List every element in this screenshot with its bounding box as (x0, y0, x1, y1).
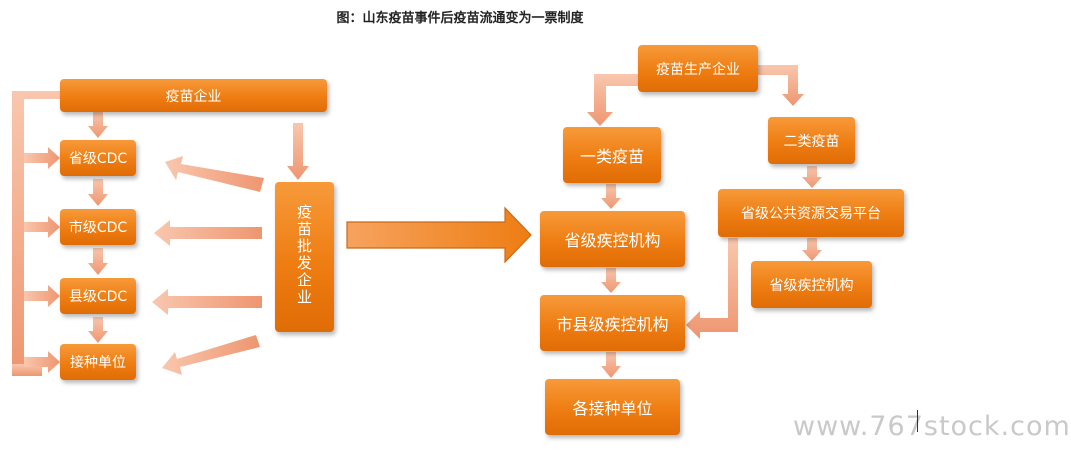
vaccination-site-box: 接种单位 (60, 344, 136, 380)
left-chain-arrows (88, 112, 309, 343)
wholesaler-to-cdc-arrows (152, 156, 264, 375)
class1-vaccine-box: 一类疫苗 (563, 127, 661, 183)
provincial-cdc-box: 省级CDC (60, 140, 136, 176)
transition-arrow (346, 206, 532, 264)
platform-to-city-arrow (686, 238, 738, 339)
text-cursor (917, 410, 918, 432)
vaccine-wholesaler-box: 疫苗批发企业 (275, 182, 334, 332)
right-split-arrows (587, 65, 804, 126)
provincial-cdc-org-box-b: 省级疾控机构 (751, 261, 872, 308)
county-cdc-box: 县级CDC (60, 278, 136, 314)
watermark: www.767stock.com (793, 411, 1071, 442)
figure-title: 图：山东疫苗事件后疫苗流通变为一票制度 (336, 11, 584, 26)
bracket-branch-arrows (24, 147, 60, 373)
city-county-cdc-box: 市县级疾控机构 (540, 295, 685, 351)
all-vaccination-sites-box: 各接种单位 (545, 379, 680, 435)
vaccine-manufacturer-box: 疫苗生产企业 (638, 45, 758, 92)
class2-vaccine-box: 二类疫苗 (768, 117, 855, 164)
provincial-cdc-org-box-a: 省级疾控机构 (540, 211, 685, 267)
provincial-trading-platform-box: 省级公共资源交易平台 (718, 189, 904, 237)
vaccine-producer-box: 疫苗企业 (60, 79, 327, 112)
city-cdc-box: 市级CDC (60, 209, 136, 245)
right-chain-arrows (601, 166, 822, 378)
